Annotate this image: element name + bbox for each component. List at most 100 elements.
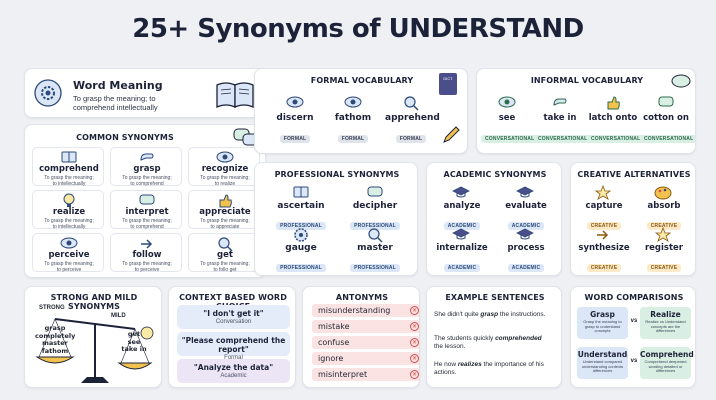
balance-scale-icon — [35, 318, 154, 383]
bulb-icon — [59, 191, 79, 214]
context-quote: "Analyze the data" — [193, 363, 274, 372]
magnifier-icon — [215, 234, 235, 257]
strong-word: grasp — [44, 324, 66, 332]
mild-label: MILD — [111, 313, 126, 319]
informal-word: latch onto — [588, 113, 638, 123]
pencil-icon — [443, 126, 460, 143]
informal-vocabulary-title: INFORMAL VOCABULARY — [530, 76, 644, 85]
antonym-item: ignore✕ — [312, 352, 419, 365]
creative-word: absorb — [647, 201, 681, 211]
common-synonym-word: interpret — [125, 207, 169, 217]
mild-word: see — [127, 337, 141, 346]
star-icon — [653, 225, 673, 248]
academic-tag: ACADEMIC — [497, 214, 555, 232]
comparison-word: Comprehend — [640, 350, 694, 359]
word-meaning-definition-2: comprehend intellectually — [73, 103, 158, 112]
gear-head-icon — [34, 79, 62, 107]
context-quote: "Please comprehend the report" — [181, 336, 286, 354]
academic-word: internalize — [436, 243, 488, 253]
comparison-desc: Realize vs Understand concepts are the d… — [645, 319, 686, 333]
formal-word: fathom — [334, 113, 372, 123]
eye-icon — [215, 148, 235, 171]
antonym-word: mistake — [318, 322, 350, 331]
common-synonym-desc: To grasp the meaning; — [200, 261, 250, 267]
thumb-icon — [603, 93, 623, 116]
common-synonym-word: realize — [52, 207, 86, 217]
comparison-word: Understand — [577, 350, 628, 359]
common-synonym-word: grasp — [133, 164, 161, 174]
magnifier-icon — [365, 225, 385, 248]
formal-word: discern — [276, 113, 314, 123]
informal-tag: CONVERSATIONAL — [534, 127, 592, 145]
example-sentences-card: EXAMPLE SENTENCES She didn't quite grasp… — [426, 286, 562, 388]
example-sentence: She didn't quite grasp the instructions. — [434, 311, 546, 318]
common-synonym-word: comprehend — [39, 164, 99, 174]
word-meaning-definition-1: To grasp the meaning; to — [73, 94, 156, 103]
creative-tag: CREATIVE — [635, 214, 693, 232]
cross-icon: ✕ — [410, 306, 419, 315]
common-synonym-word: follow — [132, 250, 162, 260]
cross-icon: ✕ — [410, 322, 419, 331]
strong-word: completely — [35, 331, 76, 340]
graduation-cap-icon — [515, 183, 535, 206]
example-sentence: He now realizes the importance of his ac… — [434, 361, 544, 376]
eye-icon — [497, 93, 517, 116]
creative-word: capture — [585, 201, 623, 211]
palette-icon — [653, 183, 673, 206]
common-synonym-desc: To grasp the meaning; — [200, 218, 250, 224]
common-synonym-word: appreciate — [199, 207, 251, 217]
word-meaning-heading: Word Meaning — [73, 79, 163, 92]
common-synonym-desc: to comprehend — [130, 224, 164, 230]
formal-word: apprehend — [385, 113, 440, 123]
professional-word: gauge — [285, 243, 317, 253]
context-example: "Please comprehend the report"Formal — [177, 332, 290, 361]
eye-icon — [285, 93, 305, 116]
cross-icon: ✕ — [410, 370, 419, 379]
graduation-cap-icon — [451, 225, 471, 248]
chat-icon — [365, 183, 385, 206]
chat-icon — [137, 191, 157, 214]
example-sentence: The students quickly comprehended the le… — [434, 335, 542, 350]
antonyms-title: ANTONYMS — [335, 293, 389, 302]
common-synonym-desc: to comprehend — [130, 181, 164, 187]
academic-synonyms-title: ACADEMIC SYNONYMS — [443, 170, 547, 179]
professional-word: master — [357, 243, 393, 253]
context-example: "Analyze the data"Academic — [177, 359, 290, 383]
antonym-item: misunderstanding✕ — [312, 304, 419, 317]
strong-label: STRONG — [39, 305, 65, 311]
academic-word: evaluate — [505, 201, 547, 211]
antonym-item: mistake ✕ — [312, 320, 419, 333]
common-synonym-desc: To grasp the meaning; — [200, 175, 250, 181]
context-example: "I don't get it"Conversation — [177, 305, 290, 329]
common-synonym-desc: To grasp the meaning; — [122, 175, 172, 181]
word-meaning-card: Word Meaning To grasp the meaning; to co… — [24, 68, 266, 118]
mild-word: take in — [121, 345, 147, 353]
formal-tag: FORMAL — [385, 127, 437, 145]
common-synonym-desc: To grasp the meaning; — [44, 218, 94, 224]
comparison-desc: Grasp the meaning to grasp to understand… — [583, 319, 622, 333]
arrow-icon — [593, 225, 613, 248]
informal-word: see — [498, 113, 516, 123]
common-synonym-desc: to appreciate — [210, 224, 240, 230]
magnifier-icon — [401, 93, 421, 116]
thumb-icon — [215, 191, 235, 214]
professional-word: ascertain — [277, 201, 325, 211]
informal-tag: CONVERSATIONAL — [481, 127, 539, 145]
hand-icon — [550, 93, 570, 116]
academic-word: analyze — [443, 201, 481, 211]
common-synonym-desc: to perceive — [134, 267, 160, 273]
antonym-word: confuse — [318, 338, 350, 347]
context-register: Conversation — [215, 319, 252, 325]
informal-word: take in — [543, 113, 577, 123]
comparison-word: Realize — [650, 310, 681, 319]
